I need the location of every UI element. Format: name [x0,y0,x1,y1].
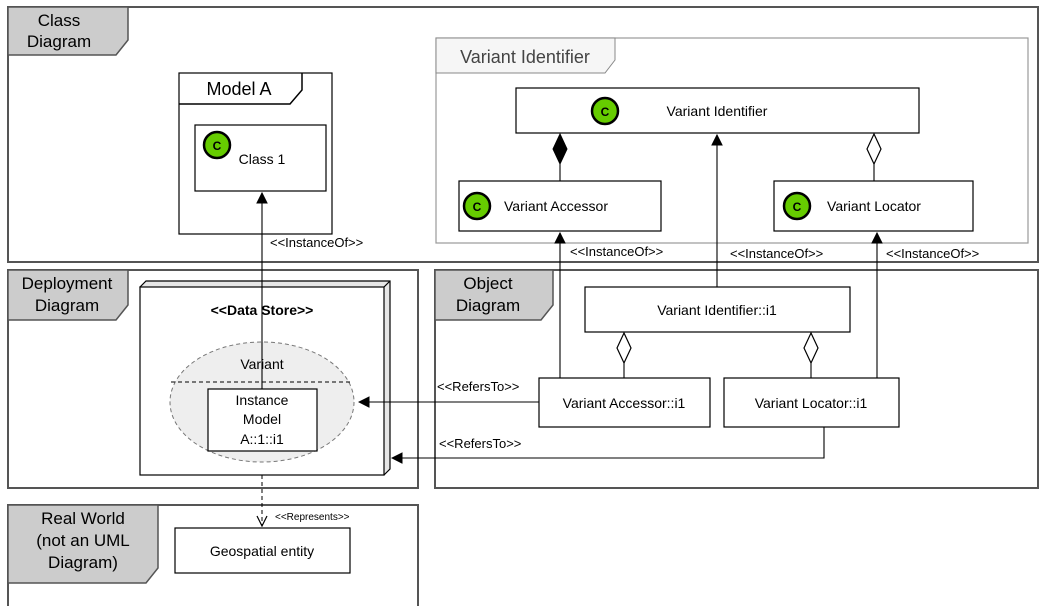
deployment-diagram-frame: Deployment Diagram [7,269,419,489]
object-diagram-frame: Object Diagram [434,269,1039,489]
class-1-label: Class 1 [239,151,286,167]
instance-of-label-identifier: <<InstanceOf>> [730,246,823,261]
variant-accessor-class[interactable]: C Variant Accessor [458,180,662,232]
variant-identifier-i1-label: Variant Identifier::i1 [657,302,777,318]
instance-of-label-class1: <<InstanceOf>> [270,235,363,250]
class-icon-letter: C [601,105,610,119]
variant-accessor-label: Variant Accessor [504,198,608,214]
instance-model-box[interactable]: Instance Model A::1::i1 [207,388,318,452]
variant-locator-i1-object[interactable]: Variant Locator::i1 [723,377,900,428]
object-diagram-title-line1: Object [463,274,512,293]
real-world-title-line3: Diagram) [48,553,118,572]
instance-of-label-accessor: <<InstanceOf>> [570,244,663,259]
variant-accessor-i1-object[interactable]: Variant Accessor::i1 [538,377,711,428]
represents-label: <<Represents>> [275,512,350,523]
instance-model-line3: A::1::i1 [240,431,284,447]
deployment-diagram-tag [7,269,129,321]
real-world-title-line2: (not an UML [36,531,130,550]
class-icon [782,191,812,221]
refers-to-label-locator: <<RefersTo>> [439,436,521,451]
real-world-frame: Real World (not an UML Diagram) [7,504,419,606]
instance-model-line2: Model [243,411,281,427]
geospatial-entity-box[interactable]: Geospatial entity [174,527,351,574]
aggregation-diamond-accessor [616,331,632,365]
variant-locator-label: Variant Locator [827,198,921,214]
instance-model-line1: Instance [236,392,289,408]
variant-locator-i1-label: Variant Locator::i1 [755,395,868,411]
variant-locator-class[interactable]: C Variant Locator [773,180,974,232]
class-icon [202,130,232,160]
class-icon-letter: C [213,139,222,153]
class-diagram-title-line1: Class [38,11,81,30]
variant-package-title: Variant Identifier [460,47,590,67]
variant-identifier-i1-object[interactable]: Variant Identifier::i1 [584,286,851,333]
class-icon [462,191,492,221]
class-icon [590,96,620,126]
class-diagram-tag [7,6,129,56]
class-1-box[interactable]: C Class 1 [194,124,327,192]
refers-to-edge-locator [392,427,825,458]
variant-accessor-i1-label: Variant Accessor::i1 [563,395,686,411]
class-icon-letter: C [793,200,802,214]
aggregation-diamond-locator [803,331,819,365]
deployment-diagram-title-line2: Diagram [35,296,99,315]
refers-to-label-accessor: <<RefersTo>> [437,379,519,394]
instance-of-label-locator: <<InstanceOf>> [886,246,979,261]
class-diagram-title-line2: Diagram [27,32,91,51]
object-diagram-title-line2: Diagram [456,296,520,315]
real-world-tag [7,504,159,584]
model-a-title: Model A [206,79,271,99]
real-world-title-line1: Real World [41,509,125,528]
class-icon-letter: C [473,200,482,214]
object-diagram-tag [434,269,554,321]
geospatial-entity-label: Geospatial entity [210,543,314,559]
variant-identifier-label: Variant Identifier [667,103,768,119]
variant-identifier-class[interactable]: C Variant Identifier [515,87,920,134]
deployment-diagram-title-line1: Deployment [22,274,113,293]
class-diagram-frame: Class Diagram [7,6,1039,263]
